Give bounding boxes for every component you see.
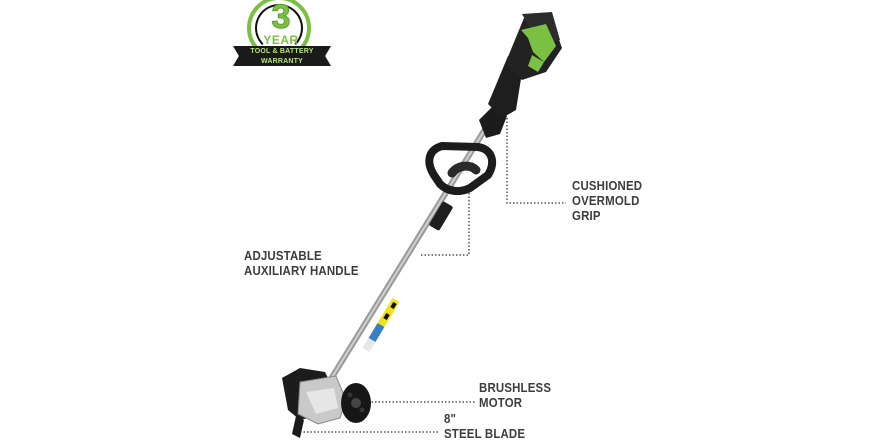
callout-blade-line-2: STEEL BLADE [444, 426, 526, 441]
callout-handle: ADJUSTABLE AUXILIARY HANDLE [244, 248, 359, 278]
callout-grip-line-1: CUSHIONED [572, 178, 643, 193]
callout-handle-line-1: ADJUSTABLE [244, 248, 322, 263]
badge-inner-arc [255, 4, 303, 52]
badge-line-2: WARRANTY [260, 58, 304, 65]
power-head [479, 12, 562, 138]
badge-line-1: TOOL & BATTERY [250, 48, 314, 55]
badge-number: 3 [271, 0, 291, 37]
edger-head [282, 368, 371, 438]
badge-year: YEAR [263, 33, 299, 47]
callout-handle-line-2: AUXILIARY HANDLE [244, 263, 359, 278]
callout-motor-line-2: MOTOR [479, 395, 523, 410]
handle-clamp [429, 201, 453, 231]
warranty-badge: 3 YEAR TOOL & BATTERY WARRANTY [231, 0, 333, 72]
blade-guard [292, 416, 304, 438]
leader-handle [420, 193, 470, 256]
leader-grip [506, 118, 566, 204]
callout-motor: BRUSHLESS MOTOR [479, 380, 551, 410]
shaft-sticker [362, 297, 400, 353]
callout-blade: 8" STEEL BLADE [444, 411, 525, 441]
callout-grip: CUSHIONED OVERMOLD GRIP [572, 178, 642, 223]
callout-motor-line-1: BRUSHLESS [479, 380, 552, 395]
callout-grip-line-2: OVERMOLD [572, 193, 640, 208]
auxiliary-handle [425, 142, 497, 196]
callout-grip-line-3: GRIP [572, 208, 601, 223]
callout-blade-line-1: 8" [444, 411, 457, 426]
badge-banner: TOOL & BATTERY WARRANTY [233, 46, 331, 66]
